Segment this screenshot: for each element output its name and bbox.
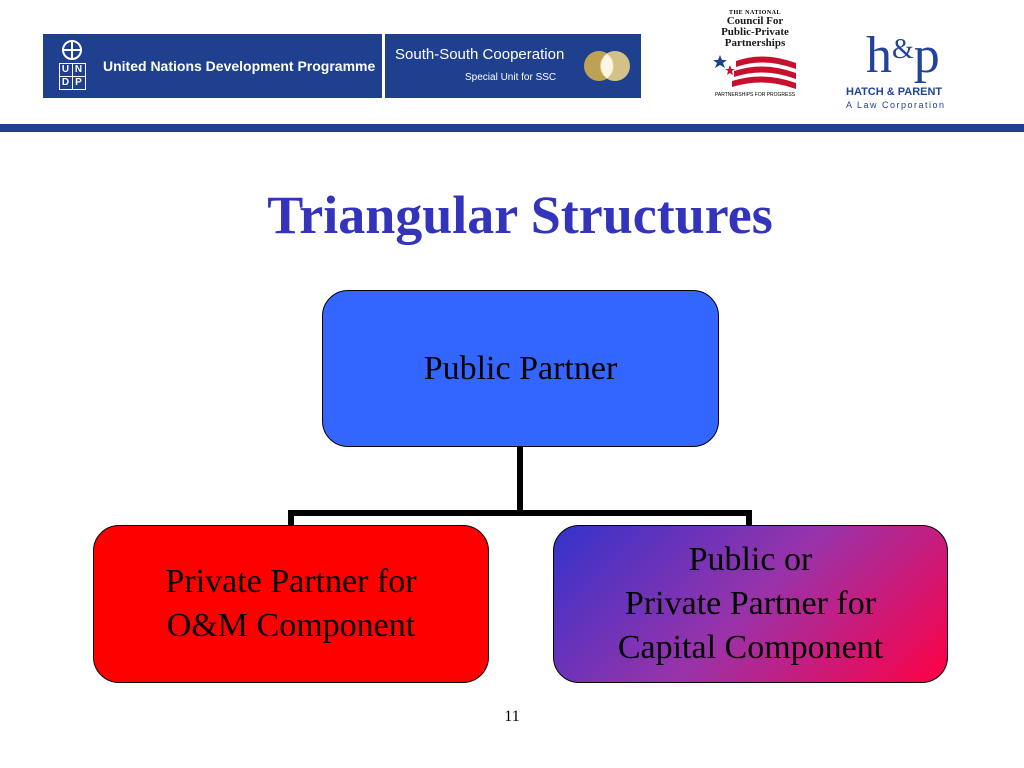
ssc-logo: South-South Cooperation Special Unit for… <box>385 34 641 98</box>
ncppp-line3: Partnerships <box>724 37 786 49</box>
hp-firm-name: HATCH & PARENT <box>846 86 943 98</box>
hatch-parent-logo: h&p HATCH & PARENT A Law Corporation <box>840 24 980 114</box>
flag-stars-icon <box>713 55 796 89</box>
hp-monogram-amp: & <box>892 34 914 65</box>
undp-name: United Nations Development Programme <box>103 58 376 74</box>
hp-monogram-h: h <box>866 27 892 84</box>
om-partner-line2: O&M Component <box>166 607 416 644</box>
undp-logo: U N D P United Nations Development Progr… <box>43 34 382 98</box>
undp-letter: D <box>59 77 72 89</box>
ncppp-tagline: PARTNERSHIPS FOR PROGRESS <box>714 92 796 98</box>
public-partner-label: Public Partner <box>423 349 618 387</box>
om-partner-node: Private Partner for O&M Component <box>93 525 489 683</box>
undp-letter: P <box>72 77 85 89</box>
page-title: Triangular Structures <box>267 185 773 245</box>
un-emblem-icon: U N D P <box>57 40 87 92</box>
ncppp-logo: THE NATIONAL Council For Public-Private … <box>700 10 810 120</box>
undp-letter: N <box>72 64 85 76</box>
ssc-subtitle: Special Unit for SSC <box>465 72 557 83</box>
hp-corp-name: A Law Corporation <box>846 100 946 110</box>
hp-monogram-p: p <box>913 27 940 84</box>
public-partner-node: Public Partner <box>322 290 719 447</box>
ncppp-small: THE NATIONAL <box>728 10 782 16</box>
header-divider <box>0 124 1024 132</box>
capital-partner-line1: Public or <box>688 541 813 578</box>
ssc-rings-icon <box>584 51 630 81</box>
capital-partner-line2: Private Partner for <box>624 585 877 622</box>
capital-partner-line3: Capital Component <box>617 629 884 666</box>
ssc-title: South-South Cooperation <box>395 46 565 63</box>
hp-monogram: h&p <box>866 24 940 82</box>
om-partner-line1: Private Partner for <box>165 563 417 600</box>
capital-partner-node: Public or Private Partner for Capital Co… <box>553 525 948 683</box>
page-number: 11 <box>504 708 520 725</box>
ncppp-line1: Council For <box>726 15 784 27</box>
undp-letter: U <box>59 64 72 76</box>
ncppp-line2: Public-Private <box>721 26 789 38</box>
